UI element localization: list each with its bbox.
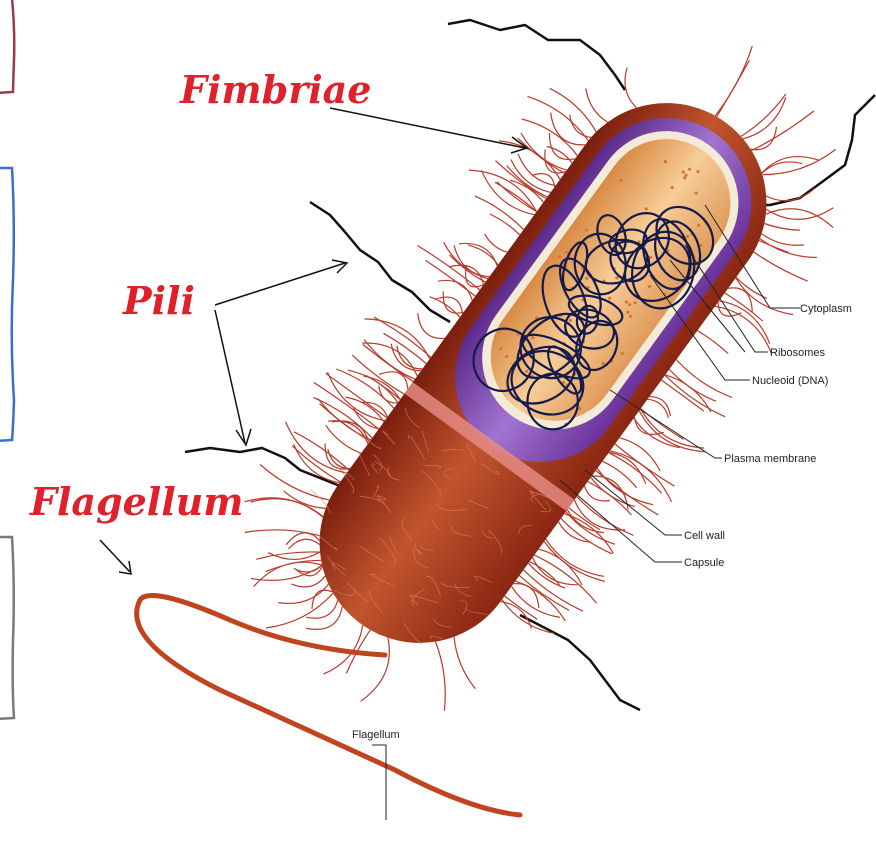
fimbria <box>374 317 431 357</box>
fimbria <box>306 600 338 618</box>
fimbria <box>766 188 815 200</box>
fimbria <box>454 637 475 689</box>
fimbria <box>648 399 669 418</box>
fimbria <box>361 638 390 701</box>
fimbria <box>762 149 835 174</box>
fimbria <box>251 499 323 517</box>
fimbria <box>328 421 368 444</box>
fimbria <box>475 196 524 230</box>
fimbria <box>514 584 539 608</box>
box-gray <box>0 537 14 719</box>
fimbria <box>570 115 591 138</box>
fimbriae-label: Fimbriae <box>179 67 371 112</box>
fimbria <box>549 133 575 159</box>
pilus-1 <box>448 20 625 90</box>
fimbria <box>328 449 350 469</box>
pili-label: Pili <box>122 278 195 323</box>
fimbria <box>459 243 497 265</box>
fimbria <box>759 241 789 253</box>
ribosomes-label: Ribosomes <box>770 347 826 359</box>
box-maroon <box>0 0 14 93</box>
fimbria <box>518 154 556 186</box>
fimbria <box>764 224 800 231</box>
fimbria <box>603 461 637 487</box>
fimbria <box>417 246 479 290</box>
fimbria <box>625 68 636 108</box>
cytoplasm-label: Cytoplasm <box>800 303 852 315</box>
fimbria <box>348 370 398 402</box>
fimbria <box>719 301 770 344</box>
fimbria <box>586 89 608 123</box>
fimbria <box>766 209 833 228</box>
fimbria <box>751 127 777 150</box>
fimbria <box>254 562 322 586</box>
fimbria <box>490 214 520 235</box>
fimbria <box>260 465 329 501</box>
fimbria <box>592 476 628 510</box>
box-blue <box>0 168 14 441</box>
fimbria <box>436 642 446 711</box>
fimbria <box>736 278 793 315</box>
fimbria <box>697 331 728 354</box>
fimbria <box>547 147 572 164</box>
fimbria <box>620 438 661 471</box>
fimbria <box>256 552 320 559</box>
fimbria <box>551 113 586 145</box>
fimbria <box>760 239 817 258</box>
cell-wall-label: Cell wall <box>684 530 725 542</box>
fimbria <box>510 180 543 202</box>
fimbria <box>533 558 578 585</box>
flagellum-big-label: Flagellum <box>29 479 244 524</box>
flagellum-small-label: Flagellum <box>352 729 400 741</box>
fimbria <box>482 170 535 214</box>
fimbria <box>312 590 332 609</box>
fimbria <box>352 355 404 394</box>
fimbria <box>665 375 725 417</box>
fimbria <box>454 245 489 276</box>
capsule-label: Capsule <box>684 557 724 569</box>
nucleoid-label: Nucleoid (DNA) <box>752 375 828 387</box>
fimbria <box>519 576 569 611</box>
fimbria <box>641 409 704 448</box>
fimbria <box>715 46 752 116</box>
fimbria <box>665 375 711 412</box>
plasma-membrane-label: Plasma membrane <box>724 453 816 465</box>
fimbria <box>485 234 508 252</box>
fimbria <box>326 425 361 453</box>
fimbria <box>289 539 320 549</box>
fimbria <box>544 542 605 582</box>
fimbria <box>266 593 333 628</box>
bacterium-body <box>265 52 806 682</box>
